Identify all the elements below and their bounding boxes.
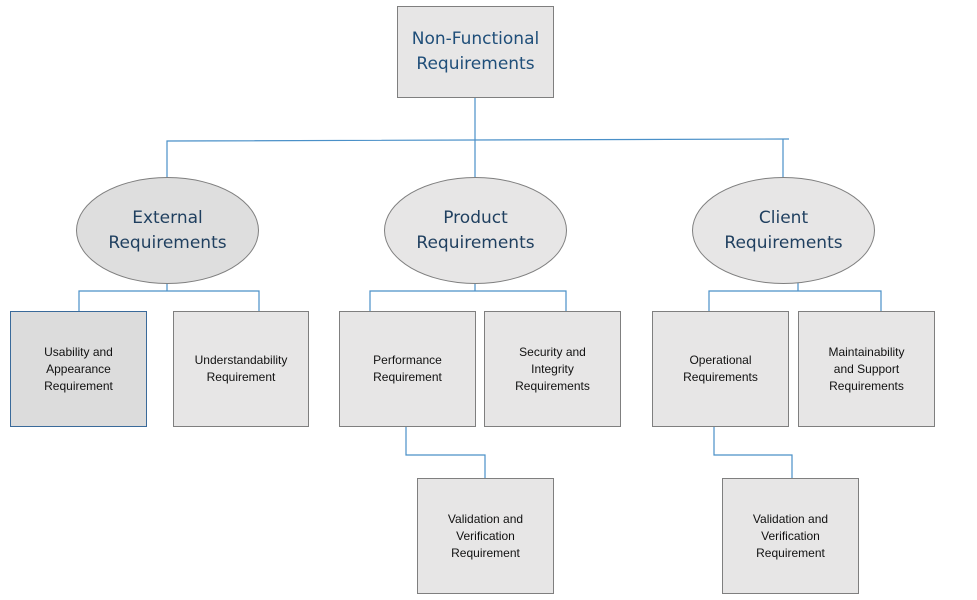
connector-top-bar bbox=[166, 138, 790, 177]
category-product-requirements: Product Requirements bbox=[384, 177, 567, 284]
node-validation-verification-client: Validation and Verification Requirement bbox=[722, 478, 859, 594]
category-external-requirements: External Requirements bbox=[76, 177, 259, 284]
connector-external-children bbox=[78, 290, 260, 311]
category-client-requirements: Client Requirements bbox=[692, 177, 875, 284]
root-node-non-functional-requirements: Non-Functional Requirements bbox=[397, 6, 554, 98]
node-understandability: Understandability Requirement bbox=[173, 311, 309, 427]
node-usability-appearance: Usability and Appearance Requirement bbox=[10, 311, 147, 427]
node-validation-verification-product: Validation and Verification Requirement bbox=[417, 478, 554, 594]
connector-client-children bbox=[708, 290, 882, 311]
node-performance: Performance Requirement bbox=[339, 311, 476, 427]
node-maintainability-support: Maintainability and Support Requirements bbox=[798, 311, 935, 427]
node-security-integrity: Security and Integrity Requirements bbox=[484, 311, 621, 427]
connector-product-children bbox=[369, 290, 567, 311]
connector-performance-validation bbox=[405, 427, 486, 478]
connector-operational-validation bbox=[713, 427, 793, 478]
node-operational: Operational Requirements bbox=[652, 311, 789, 427]
